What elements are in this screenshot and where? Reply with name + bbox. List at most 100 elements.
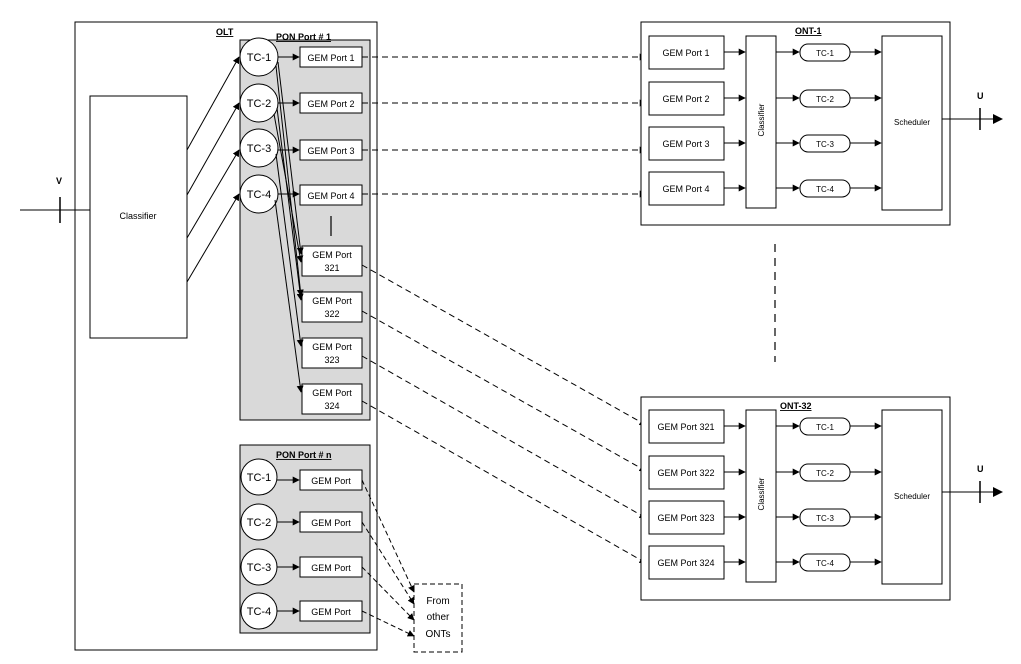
ponn-tc-2: TC-2	[240, 503, 278, 541]
svg-text:TC-2: TC-2	[247, 517, 271, 529]
svg-text:GEM Port 323: GEM Port 323	[657, 513, 714, 523]
other-onts-line1: From	[426, 596, 449, 607]
olt-classifier-box	[89, 95, 188, 339]
olt-classifier-label: Classifier	[119, 211, 156, 221]
pon1-gem-port-321: GEM Port 321	[301, 245, 363, 277]
ont1-gem-port-4: GEM Port 4	[648, 171, 725, 206]
ont32-title: ONT-32	[780, 401, 812, 411]
ponn-gem-port-1: GEM Port	[299, 469, 363, 491]
ponn-gem-port-4: GEM Port	[299, 600, 363, 622]
ont1-scheduler-label: Scheduler	[894, 118, 930, 127]
ont1-scheduler-box	[881, 35, 943, 211]
other-onts-box	[413, 583, 463, 653]
svg-text:GEM Port 2: GEM Port 2	[662, 94, 709, 104]
svg-text:GEM Port: GEM Port	[312, 250, 352, 260]
ont1-classifier-label: Classifier	[757, 103, 766, 136]
svg-text:TC-1: TC-1	[816, 423, 834, 432]
pon-port-1-title: PON Port # 1	[276, 32, 331, 42]
link-gem323-ont32	[361, 355, 647, 519]
ont1-title: ONT-1	[795, 26, 822, 36]
classifier-to-tc1-arrow	[186, 56, 240, 151]
ponn-tc-1: TC-1	[240, 458, 278, 496]
svg-text:TC-2: TC-2	[816, 95, 834, 104]
pon1-tc2-to-gem321-arrow	[273, 113, 304, 263]
pon1-tc1-to-gem321-arrow	[277, 61, 304, 255]
ponn-gem2-to-other-dashed	[361, 521, 415, 605]
svg-text:TC-1: TC-1	[247, 52, 271, 64]
ont32-tc-2: TC-2	[799, 463, 851, 482]
svg-text:GEM Port: GEM Port	[311, 476, 351, 486]
link-gem324-ont32	[361, 400, 647, 564]
pon1-gem-port-323: GEM Port 323	[301, 337, 363, 369]
ont32-tc-1: TC-1	[799, 417, 851, 436]
svg-text:TC-3: TC-3	[247, 143, 271, 155]
svg-text:TC-3: TC-3	[247, 562, 271, 574]
svg-text:GEM Port 4: GEM Port 4	[307, 191, 354, 201]
svg-text:TC-4: TC-4	[247, 189, 271, 201]
ont32-tc-3: TC-3	[799, 508, 851, 527]
ponn-gem1-to-other-dashed	[361, 479, 415, 593]
pon1-gem-port-1: GEM Port 1	[299, 46, 363, 68]
other-onts-line3: ONTs	[426, 629, 451, 640]
svg-text:GEM Port 3: GEM Port 3	[307, 146, 354, 156]
svg-text:GEM Port: GEM Port	[312, 342, 352, 352]
ponn-gem-port-3: GEM Port	[299, 556, 363, 578]
classifier-to-tc2-arrow	[186, 102, 240, 196]
svg-text:322: 322	[324, 309, 339, 319]
svg-text:GEM Port: GEM Port	[311, 607, 351, 617]
ont1-tc-1: TC-1	[799, 43, 851, 62]
svg-text:321: 321	[324, 263, 339, 273]
pon1-tc-1: TC-1	[239, 37, 279, 77]
pon1-tc3-to-gem323-arrow	[275, 153, 304, 347]
other-onts-line2: other	[427, 612, 450, 623]
ont32-gem-port-321: GEM Port 321	[648, 409, 725, 444]
ont1-output-label: U	[977, 91, 984, 101]
svg-text:GEM Port: GEM Port	[312, 388, 352, 398]
pon1-gem-port-324: GEM Port 324	[301, 383, 363, 415]
ont1-tc-4: TC-4	[799, 179, 851, 198]
olt-title: OLT	[216, 27, 234, 37]
link-gem321-ont32	[361, 264, 647, 426]
svg-text:GEM Port 3: GEM Port 3	[662, 139, 709, 149]
pon1-tc-3: TC-3	[239, 128, 279, 168]
svg-text:GEM Port 1: GEM Port 1	[307, 53, 354, 63]
ponn-gem3-to-other-dashed	[361, 566, 415, 621]
svg-text:GEM Port 1: GEM Port 1	[662, 48, 709, 58]
ont32-classifier-box	[745, 409, 777, 583]
ont32-gem-port-323: GEM Port 323	[648, 500, 725, 535]
svg-text:TC-2: TC-2	[816, 469, 834, 478]
ont32-gem-port-322: GEM Port 322	[648, 455, 725, 490]
ponn-tc-4: TC-4	[240, 592, 278, 630]
svg-text:TC-3: TC-3	[816, 140, 834, 149]
ponn-tc-3: TC-3	[240, 548, 278, 586]
ont1-classifier-box	[745, 35, 777, 209]
svg-text:TC-2: TC-2	[247, 98, 271, 110]
classifier-to-tc3-arrow	[186, 149, 240, 239]
svg-text:TC-1: TC-1	[816, 49, 834, 58]
svg-text:GEM Port 324: GEM Port 324	[657, 558, 714, 568]
svg-text:GEM Port 2: GEM Port 2	[307, 99, 354, 109]
ont32-output-label: U	[977, 464, 984, 474]
pon-port-n-title: PON Port # n	[276, 450, 332, 460]
ont1-gem-port-3: GEM Port 3	[648, 126, 725, 161]
pon1-tc-4: TC-4	[239, 174, 279, 214]
ont32-scheduler-label: Scheduler	[894, 492, 930, 501]
ont32-classifier-label: Classifier	[757, 477, 766, 510]
svg-text:TC-4: TC-4	[816, 559, 834, 568]
svg-text:323: 323	[324, 355, 339, 365]
pon1-gem-port-3: GEM Port 3	[299, 139, 363, 161]
ont32-tc-4: TC-4	[799, 553, 851, 572]
link-gem322-ont32	[361, 310, 647, 472]
svg-text:TC-4: TC-4	[247, 606, 271, 618]
ont32-gem-port-324: GEM Port 324	[648, 545, 725, 580]
pon1-gem-port-2: GEM Port 2	[299, 92, 363, 114]
ponn-gem-port-2: GEM Port	[299, 511, 363, 533]
classifier-to-tc4-arrow	[186, 193, 240, 283]
svg-text:GEM Port 322: GEM Port 322	[657, 468, 714, 478]
svg-text:GEM Port 321: GEM Port 321	[657, 422, 714, 432]
pon1-tc4-to-gem324-arrow	[274, 199, 304, 393]
pon1-gem-port-322: GEM Port 322	[301, 291, 363, 323]
svg-text:GEM Port 4: GEM Port 4	[662, 184, 709, 194]
svg-text:TC-4: TC-4	[816, 185, 834, 194]
